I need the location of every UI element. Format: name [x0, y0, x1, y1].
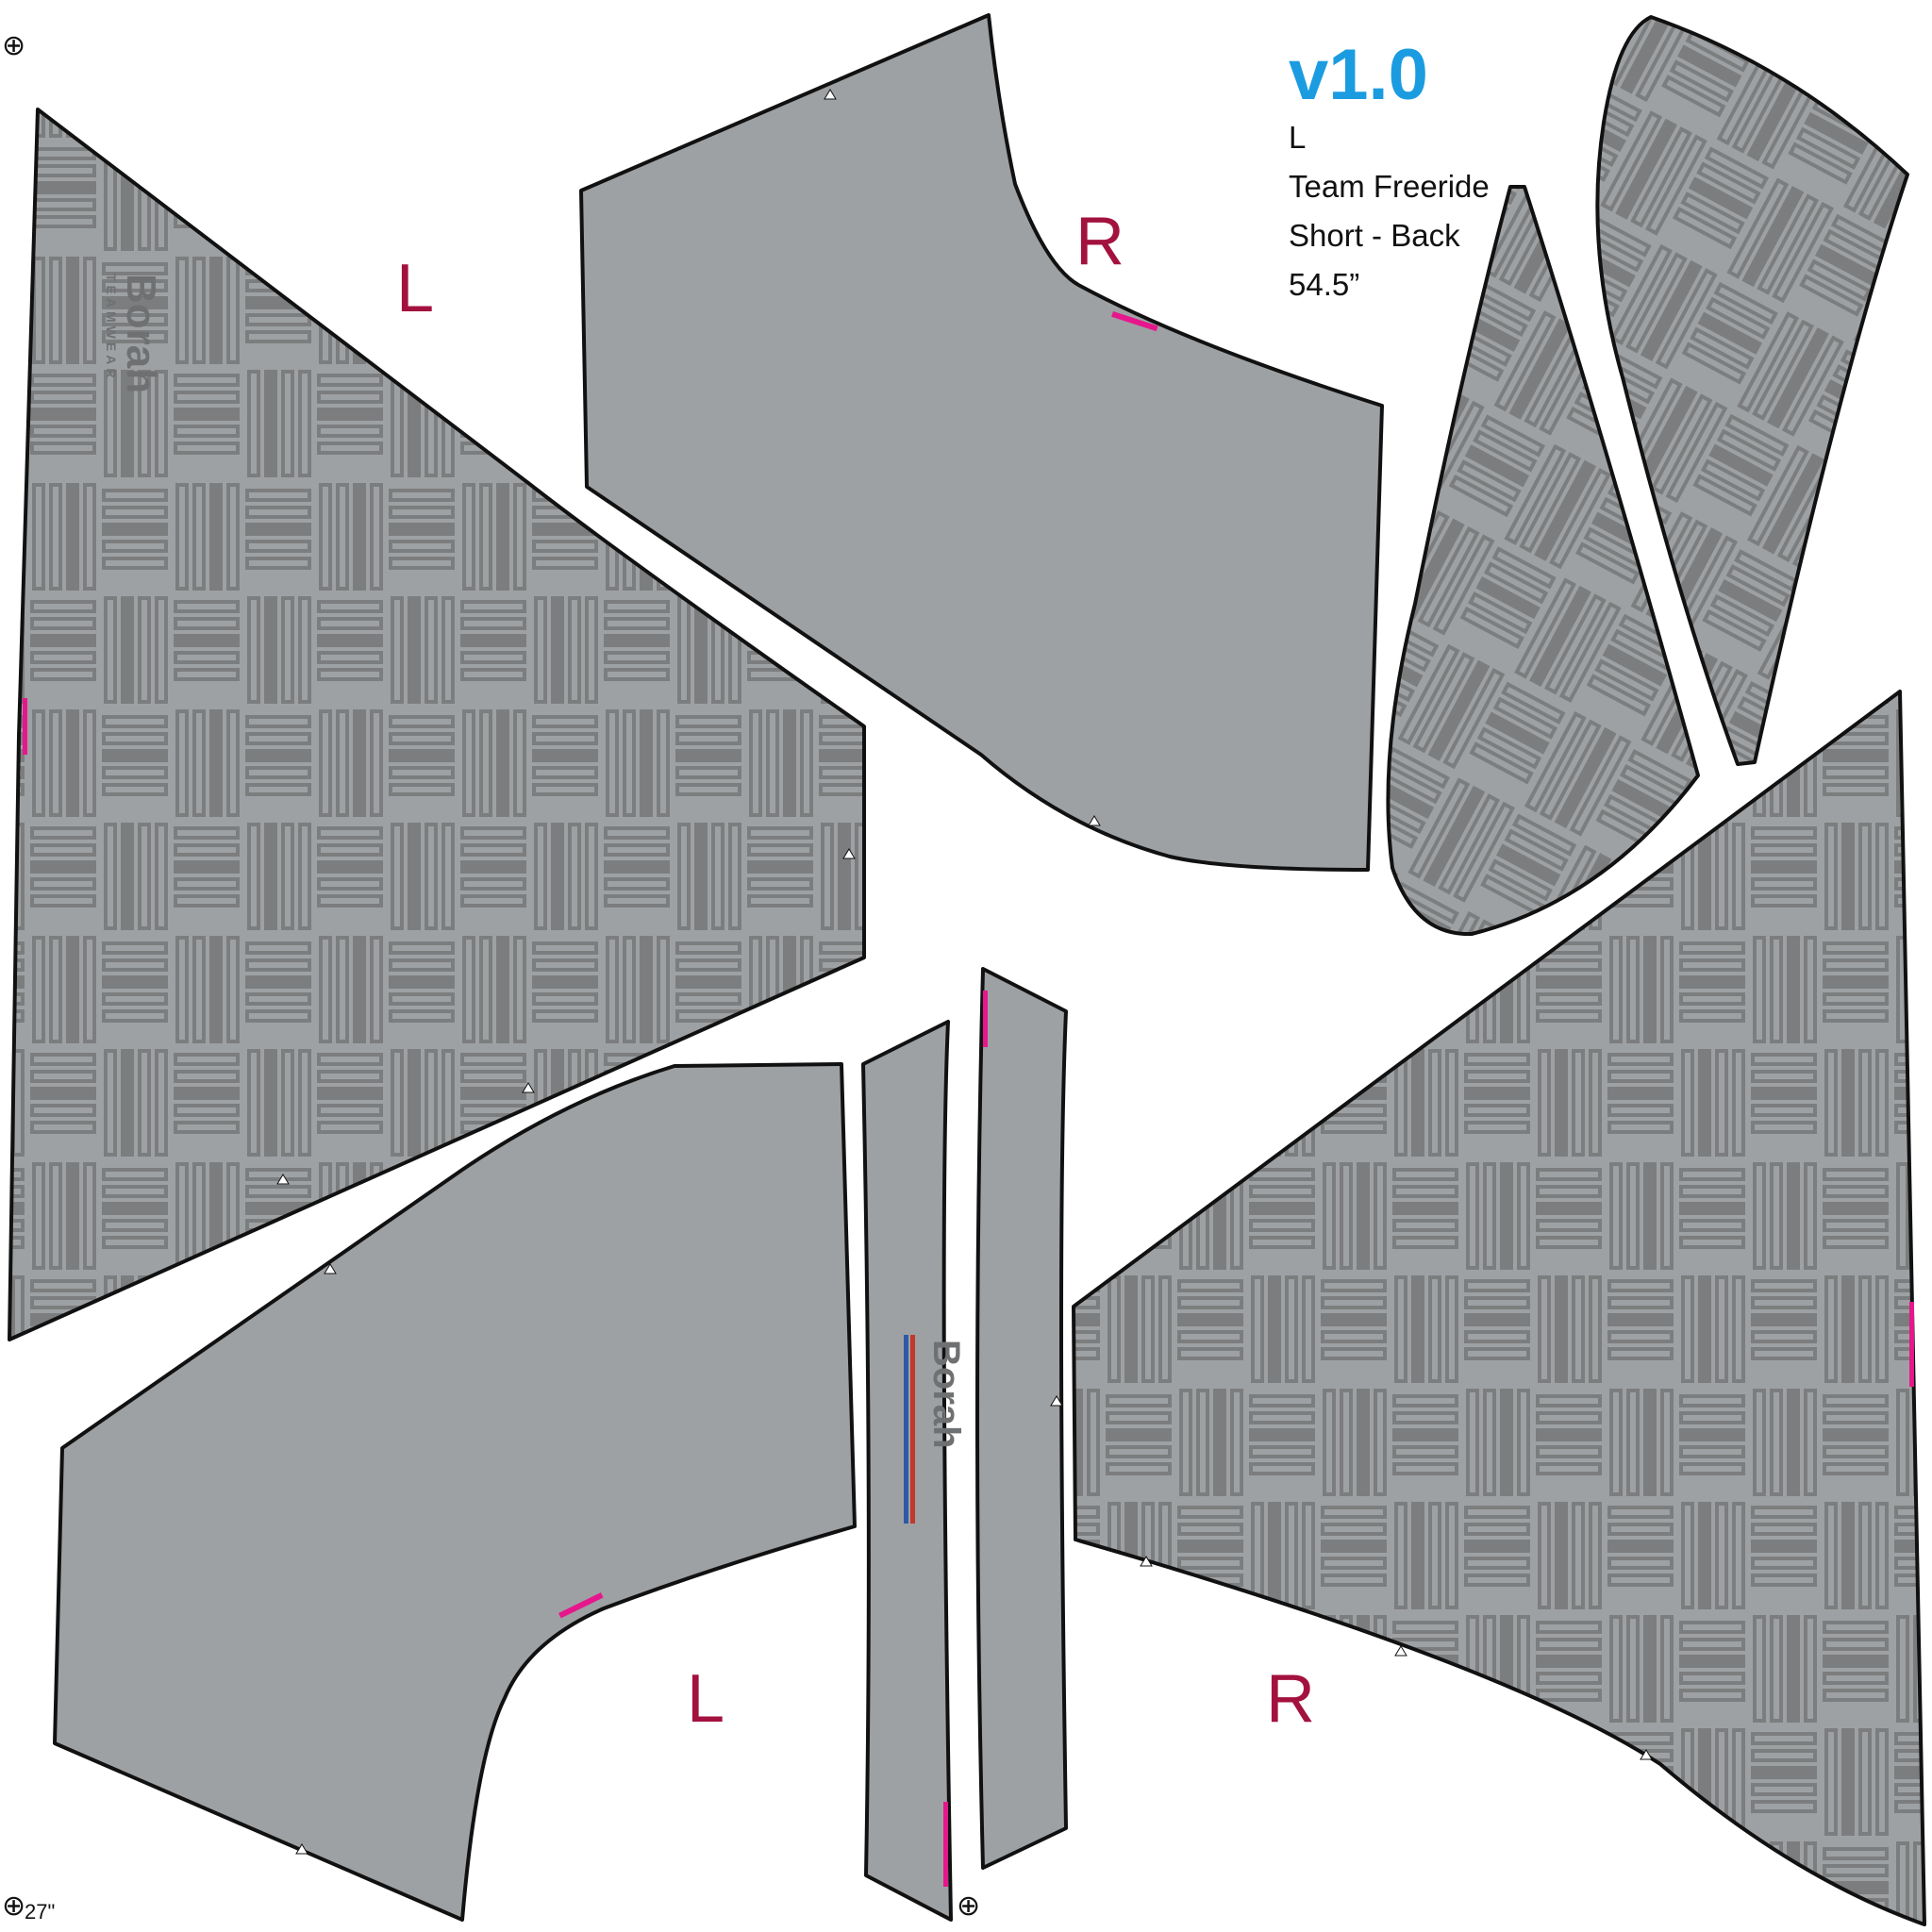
label-bottom-center: L	[687, 1661, 724, 1737]
registration-mark-icon: ⊕	[957, 1890, 981, 1923]
seam-marks	[23, 311, 1914, 1887]
version-label: v1.0	[1289, 35, 1428, 115]
label-bottom-right: R	[1266, 1661, 1315, 1737]
panel-bottom-left	[53, 1062, 857, 1922]
brand-logo-waistband: Borah	[904, 1335, 967, 1524]
svg-text:Borah: Borah	[925, 1340, 967, 1449]
size-label: L	[1289, 120, 1307, 155]
panel-bottom-right	[1072, 690, 1926, 1926]
sheet-width-label: 27"	[25, 1900, 56, 1924]
notch-marks	[276, 89, 1653, 1855]
panel-top-right-narrow	[1386, 185, 1700, 937]
registration-mark-icon: ⊕	[2, 29, 26, 62]
team-label: Team Freeride	[1289, 169, 1490, 204]
measure-label: 54.5”	[1289, 267, 1360, 302]
panel-top-center	[579, 13, 1384, 872]
svg-text:TEAMWEAR: TEAMWEAR	[104, 274, 119, 381]
label-top-center: R	[1075, 204, 1124, 279]
label-top-left: L	[396, 251, 434, 326]
panel-top-right-teardrop	[1595, 15, 1909, 766]
panel-top-left	[8, 108, 866, 1341]
svg-text:Borah: Borah	[118, 274, 164, 393]
waistband-right	[975, 967, 1068, 1870]
brand-logo-top-left: Borah TEAMWEAR	[104, 274, 164, 393]
spec-block: v1.0 L Team Freeride Short - Back 54.5”	[1289, 38, 1490, 309]
garment-label: Short - Back	[1289, 218, 1460, 253]
registration-mark-icon: ⊕	[2, 1890, 26, 1923]
